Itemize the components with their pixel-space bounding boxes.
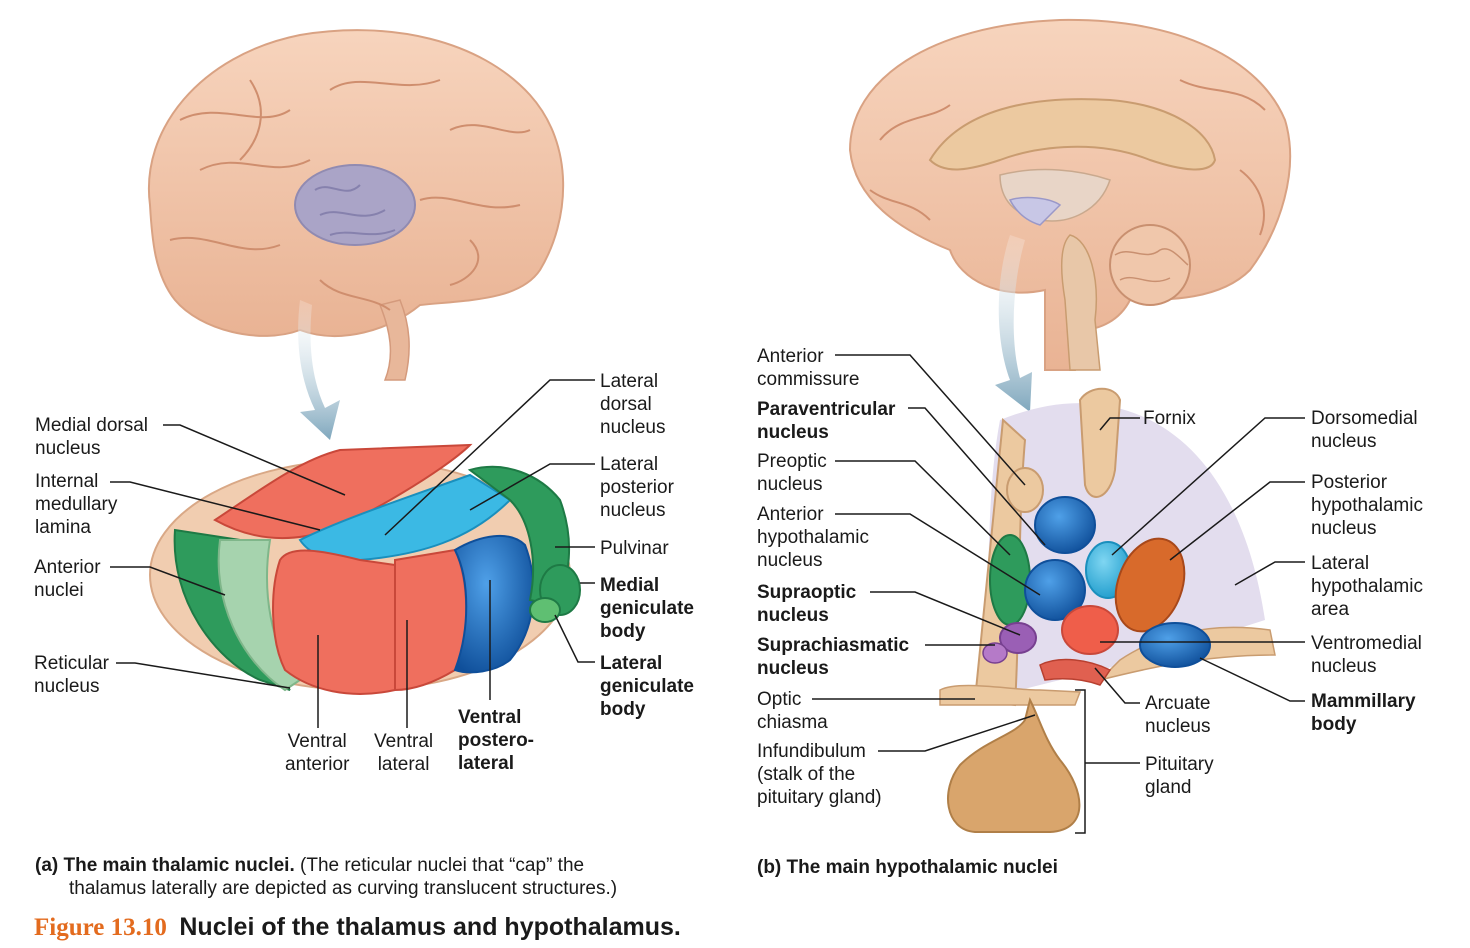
figure-title: Figure 13.10 Nuclei of the thalamus and … — [34, 912, 681, 943]
caption-b-title: (b) The main hypothalamic nuclei — [757, 857, 1058, 878]
hypothalamus-model — [939, 387, 1276, 833]
figure-title-text: Nuclei of the thalamus and hypothalamus. — [179, 913, 681, 941]
right-arrow — [995, 235, 1032, 412]
left-arrow — [298, 300, 340, 440]
thalamus-leader-lines — [110, 379, 595, 728]
thalamus-model — [149, 443, 581, 695]
caption-a: (a) The main thalamic nuclei. (The retic… — [35, 854, 735, 900]
right-brain-illustration — [848, 18, 1292, 371]
caption-a-title: (a) The main thalamic nuclei. — [35, 855, 295, 876]
hypothalamus-leader-lines — [812, 354, 1305, 834]
label-pulvinar: Pulvinar — [600, 538, 669, 559]
figure-number: Figure 13.10 — [34, 914, 167, 941]
caption-a-text: (The reticular nuclei that “cap” the — [294, 855, 585, 876]
label-fornix: Fornix — [1143, 408, 1196, 429]
caption-b: (b) The main hypothalamic nuclei — [757, 856, 1058, 879]
left-brain-illustration — [147, 29, 565, 381]
caption-a-text-line2: thalamus laterally are depicted as curvi… — [69, 878, 618, 899]
